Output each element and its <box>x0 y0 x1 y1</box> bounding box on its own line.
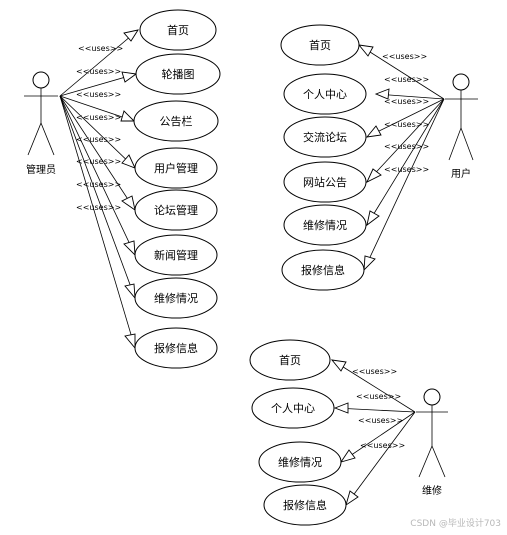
admin-actor-label: 管理员 <box>26 163 56 176</box>
user-use-case-repair-status[interactable]: 维修情况 <box>283 204 367 246</box>
repair-uses-label: <<uses>> <box>356 392 401 401</box>
user-actor-label: 用户 <box>451 167 471 180</box>
user-use-case-forum-label: 交流论坛 <box>303 130 347 144</box>
repair-use-case-repair-status-label: 维修情况 <box>278 455 322 469</box>
repair-uses-label: <<uses>> <box>352 367 397 376</box>
admin-use-case-carousel-label: 轮播图 <box>162 67 195 81</box>
repair-use-case-personal-center-label: 个人中心 <box>271 402 315 415</box>
user-uses-label: <<uses>> <box>384 97 429 106</box>
user-uses-label: <<uses>> <box>384 142 429 151</box>
admin-uses-label: <<uses>> <box>76 67 121 76</box>
user-uses-label: <<uses>> <box>384 165 429 174</box>
admin-uses-label: <<uses>> <box>76 113 121 122</box>
user-uses-label: <<uses>> <box>384 120 429 129</box>
admin-use-case-user-management[interactable]: 用户管理 <box>134 147 218 189</box>
user-relations <box>357 44 445 272</box>
user-use-case-site-announcement-label: 网站公告 <box>303 175 347 189</box>
user-use-case-personal-center[interactable]: 个人中心 <box>283 73 367 115</box>
repair-uses-label: <<uses>> <box>360 441 405 450</box>
repair-actor-label: 维修 <box>422 484 442 497</box>
admin-use-case-repair-request-label: 报修信息 <box>154 341 198 355</box>
user-uses-label: <<uses>> <box>384 75 429 84</box>
admin-uses-label: <<uses>> <box>76 203 121 212</box>
repair-use-case-repair-request-label: 报修信息 <box>283 498 327 512</box>
admin-actor: 管理员 <box>24 71 58 176</box>
admin-use-case-home[interactable]: 首页 <box>139 9 217 51</box>
user-use-case-personal-center-label: 个人中心 <box>303 88 347 101</box>
user-use-case-home-label: 首页 <box>309 38 331 52</box>
watermark: CSDN @毕业设计703 <box>410 517 501 529</box>
admin-use-case-repair-status[interactable]: 维修情况 <box>134 277 218 319</box>
user-use-case-forum[interactable]: 交流论坛 <box>283 116 367 158</box>
admin-use-case-repair-status-label: 维修情况 <box>154 291 198 305</box>
repair-group: 维修 <<uses>> <<uses>> <<uses>> <<uses>> 首… <box>249 339 448 526</box>
admin-uses-label: <<uses>> <box>76 135 121 144</box>
admin-use-case-forum-management-label: 论坛管理 <box>154 203 198 217</box>
repair-uses-label: <<uses>> <box>358 416 403 425</box>
admin-use-case-news-management-label: 新闻管理 <box>154 248 198 262</box>
admin-group: 管理员 <<uses>> <<uses>> <<uses>> < <box>24 9 221 369</box>
admin-uses-label: <<uses>> <box>78 44 123 53</box>
repair-use-case-home-label: 首页 <box>279 353 301 367</box>
repair-uses-labels: <<uses>> <<uses>> <<uses>> <<uses>> <box>352 367 405 450</box>
admin-use-case-repair-request[interactable]: 报修信息 <box>134 327 218 369</box>
admin-uses-label: <<uses>> <box>76 157 121 166</box>
admin-use-case-forum-management[interactable]: 论坛管理 <box>134 189 218 231</box>
repair-use-case-repair-status[interactable]: 维修情况 <box>258 441 342 483</box>
admin-use-case-bulletin[interactable]: 公告栏 <box>133 100 219 142</box>
repair-use-case-personal-center[interactable]: 个人中心 <box>251 387 335 429</box>
admin-relations <box>59 29 139 350</box>
user-use-case-repair-request-label: 报修信息 <box>301 263 345 277</box>
admin-use-case-news-management[interactable]: 新闻管理 <box>134 234 218 276</box>
admin-use-case-user-management-label: 用户管理 <box>154 161 198 175</box>
admin-use-case-bulletin-label: 公告栏 <box>160 114 193 128</box>
user-uses-labels: <<uses>> <<uses>> <<uses>> <<uses>> <<us… <box>382 52 429 174</box>
admin-use-case-home-label: 首页 <box>167 23 189 37</box>
repair-actor: 维修 <box>416 388 448 497</box>
user-group: 用户 <<uses>> <<uses>> <<uses>> <<uses>> <… <box>280 24 478 291</box>
admin-uses-label: <<uses>> <box>76 180 121 189</box>
user-actor: 用户 <box>445 73 478 180</box>
repair-relations <box>330 359 416 507</box>
user-use-case-home[interactable]: 首页 <box>280 24 360 66</box>
repair-use-case-repair-request[interactable]: 报修信息 <box>263 484 347 526</box>
user-use-case-repair-status-label: 维修情况 <box>303 218 347 232</box>
admin-uses-labels: <<uses>> <<uses>> <<uses>> <<uses>> <<us… <box>76 44 123 212</box>
repair-use-case-home[interactable]: 首页 <box>249 339 331 381</box>
user-use-case-site-announcement[interactable]: 网站公告 <box>283 161 367 203</box>
admin-use-case-carousel[interactable]: 轮播图 <box>135 53 221 95</box>
user-use-case-repair-request[interactable]: 报修信息 <box>281 249 365 291</box>
admin-uses-label: <<uses>> <box>76 90 121 99</box>
user-uses-label: <<uses>> <box>382 52 427 61</box>
